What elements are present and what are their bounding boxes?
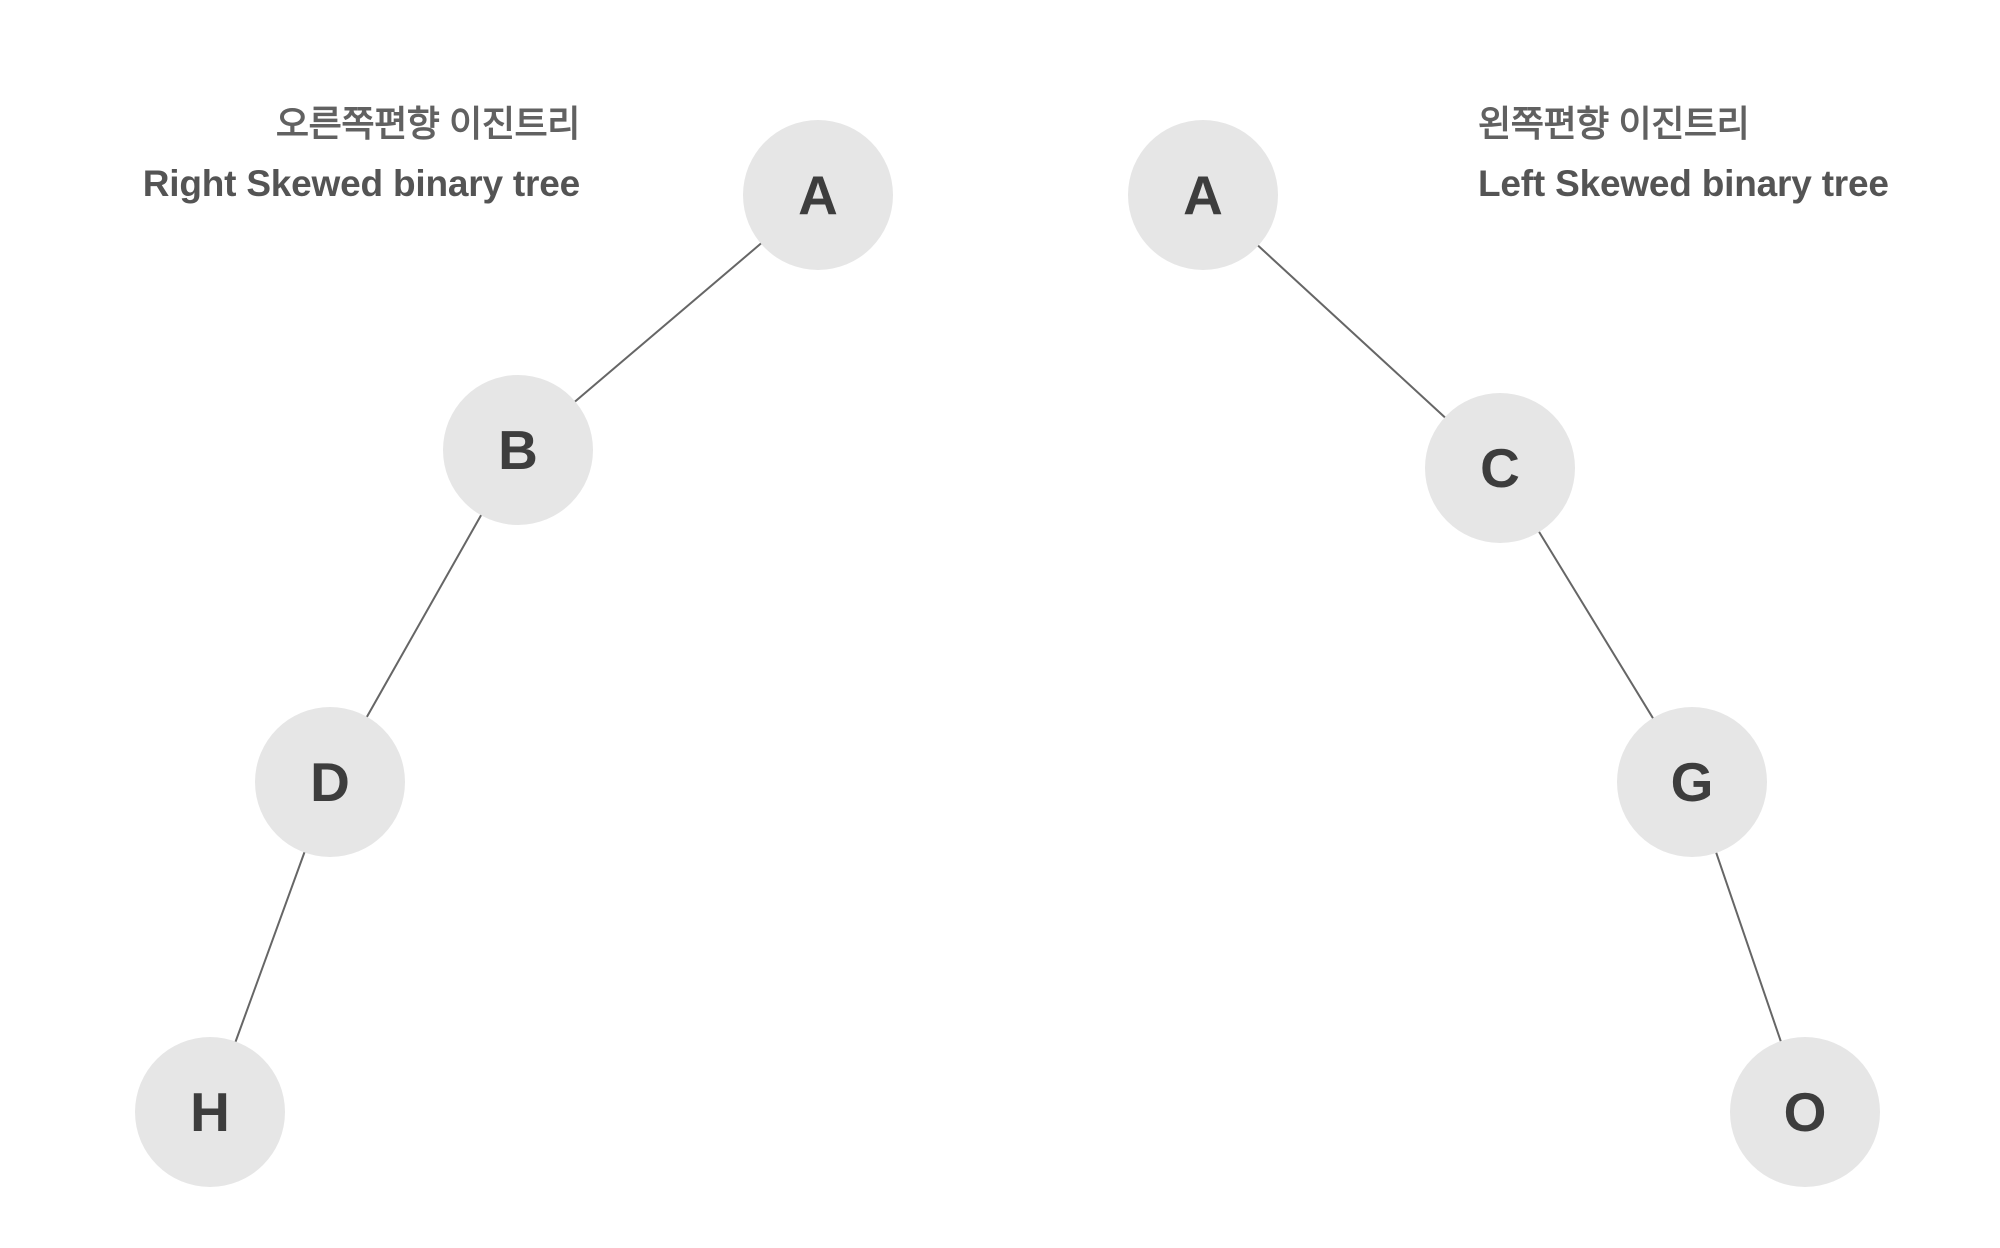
tree-edge-g-o (1714, 850, 1783, 1044)
tree-node-b[interactable]: B (443, 375, 593, 525)
caption-english: Right Skewed binary tree (142, 162, 580, 204)
tree-node-g[interactable]: G (1617, 707, 1767, 857)
tree-node-d[interactable]: D (255, 707, 405, 857)
caption-korean: 왼쪽편향 이진트리 (1478, 103, 1750, 144)
caption-korean: 오른쪽편향 이진트리 (275, 103, 580, 144)
tree-node-label: A (798, 163, 838, 226)
tree-node-h[interactable]: H (135, 1037, 285, 1187)
diagram-caption-left-skewed-tree: 왼쪽편향 이진트리 Left Skewed binary tree (1478, 105, 1998, 204)
caption-english: Left Skewed binary tree (1478, 162, 1889, 204)
tree-node-c[interactable]: C (1425, 393, 1575, 543)
tree-node-label: H (190, 1080, 230, 1143)
diagram-caption-right-skewed-tree: 오른쪽편향 이진트리 Right Skewed binary tree (60, 103, 581, 204)
tree-node-label: C (1480, 436, 1520, 499)
tree-node-label: O (1783, 1080, 1827, 1143)
tree-node-label: A (1183, 163, 1223, 226)
tree-edge-a-b (572, 241, 764, 404)
tree-edge-a-c (1255, 243, 1448, 420)
tree-node-label: B (498, 418, 538, 481)
tree-node-label: G (1670, 750, 1714, 813)
tree-edge-b-d (364, 512, 484, 720)
tree-node-a[interactable]: A (1128, 120, 1278, 270)
tree-node-label: D (310, 750, 350, 813)
tree-node-a[interactable]: A (743, 120, 893, 270)
tree-edge-c-g (1537, 529, 1655, 721)
tree-edge-d-h (233, 849, 307, 1045)
tree-node-o[interactable]: O (1730, 1037, 1880, 1187)
